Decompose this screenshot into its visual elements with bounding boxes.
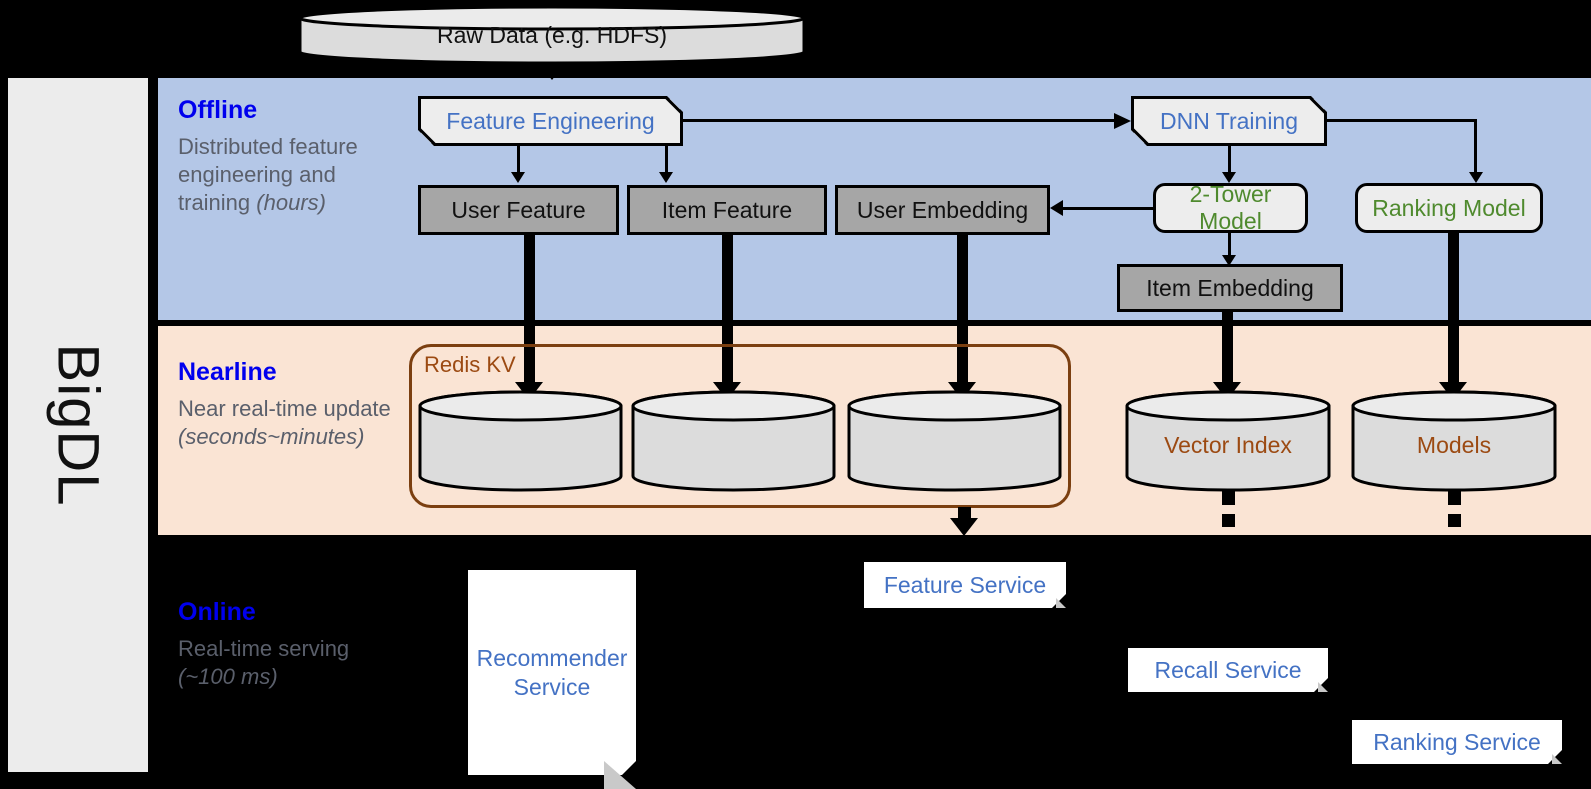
online-subtitle: Real-time serving (~100 ms): [178, 635, 408, 691]
item-feature-label: Item Feature: [661, 196, 793, 223]
feature-engineering-label: Feature Engineering: [446, 107, 655, 134]
node-feature-engineering[interactable]: Feature Engineering: [418, 96, 683, 146]
connector-dnn-ranking-head: [1469, 172, 1483, 183]
connector-twotower-userembedding-head: [1050, 200, 1063, 216]
offline-sub-text: Distributed feature engineering and trai…: [178, 134, 358, 216]
node-ranking-model[interactable]: Ranking Model: [1355, 183, 1543, 233]
cylinder-redis-1[interactable]: [417, 389, 624, 493]
nearline-subtitle: Near real-time update (seconds~minutes): [178, 395, 408, 451]
ranking-service-fold-icon: [1552, 754, 1562, 764]
pipe-userembedding-shaft: [957, 235, 968, 386]
offline-subtitle: Distributed feature engineering and trai…: [178, 133, 408, 217]
connector-fe-itemfeature-head: [659, 172, 673, 183]
offline-title: Offline: [178, 96, 258, 124]
node-2-tower-model[interactable]: 2-Tower Model: [1153, 181, 1308, 234]
pipe-userfeature-shaft: [524, 235, 535, 386]
connector-fe-dnn-line: [683, 119, 1115, 122]
raw-data-cylinder: Raw Data (e.g. HDFS): [297, 4, 807, 66]
caption-offline: Offline Distributed feature engineering …: [178, 96, 408, 217]
caption-online: Online Real-time serving (~100 ms): [178, 598, 408, 691]
node-item-embedding[interactable]: Item Embedding: [1117, 264, 1343, 312]
feature-service-label: Feature Service: [883, 571, 1047, 598]
recommender-service-label-line1: Recommender: [476, 644, 628, 671]
caption-nearline: Nearline Near real-time update (seconds~…: [178, 358, 408, 451]
pipe-itemfeature-shaft: [722, 235, 733, 386]
recall-service-fold-icon: [1318, 682, 1328, 692]
node-item-feature[interactable]: Item Feature: [627, 185, 827, 235]
connector-twotower-userembedding-line: [1063, 207, 1155, 210]
connector-twotower-itememb-head: [1222, 255, 1236, 266]
connector-dnn-twotower-line: [1228, 146, 1231, 174]
cylinder-redis-3[interactable]: [846, 389, 1063, 493]
dnn-training-label: DNN Training: [1159, 107, 1299, 134]
two-tower-model-label: 2-Tower Model: [1189, 181, 1272, 234]
dash-vectorindex-2: [1222, 514, 1235, 527]
online-title: Online: [178, 598, 256, 626]
connector-fe-itemfeature-line: [665, 146, 668, 174]
node-recall-service[interactable]: Recall Service: [1128, 648, 1328, 692]
container-redis-kv: [409, 344, 1071, 508]
connector-twotower-itememb-line: [1228, 233, 1231, 258]
nearline-sub-emphasis: (seconds~minutes): [178, 424, 365, 450]
feature-service-fold-icon: [1056, 598, 1066, 608]
node-dnn-training[interactable]: DNN Training: [1131, 96, 1327, 146]
nearline-sub-text: Near real-time update: [178, 396, 391, 421]
connector-dnn-twotower-head: [1222, 172, 1236, 183]
connector-fe-dnn-head: [1114, 113, 1131, 129]
online-sub-emphasis: (~100 ms): [178, 664, 278, 690]
node-recommender-service[interactable]: Recommender Service: [468, 570, 636, 775]
pipe-rankingmodel-models-shaft: [1448, 233, 1459, 386]
connector-fe-userfeature-line: [517, 146, 520, 174]
recall-service-label: Recall Service: [1154, 656, 1302, 683]
connector-fe-userfeature-head: [511, 172, 525, 183]
user-embedding-label: User Embedding: [856, 196, 1029, 223]
raw-data-label: Raw Data (e.g. HDFS): [436, 22, 668, 48]
cylinder-redis-2[interactable]: [630, 389, 837, 493]
cylinder-vector-index[interactable]: Vector Index: [1124, 389, 1332, 493]
ranking-service-label: Ranking Service: [1373, 728, 1541, 755]
offline-sub-emphasis: (hours): [256, 190, 326, 216]
pipe-redis-featureservice-head: [950, 518, 978, 536]
node-ranking-service[interactable]: Ranking Service: [1352, 720, 1562, 764]
dash-models-2: [1448, 514, 1461, 527]
connector-dnn-ranking-v: [1474, 119, 1477, 175]
connector-rawdata-fe-head: [538, 62, 566, 80]
dash-vectorindex-1: [1222, 490, 1235, 505]
item-embedding-label: Item Embedding: [1146, 274, 1314, 301]
pipe-itememb-vectorindex-shaft: [1222, 312, 1233, 386]
online-sub-text: Real-time serving: [178, 636, 350, 661]
recommender-service-label-line2: Service: [513, 673, 591, 700]
pipe-redis-featureservice-shaft: [958, 507, 971, 519]
ranking-model-label: Ranking Model: [1372, 194, 1526, 221]
node-feature-service[interactable]: Feature Service: [864, 562, 1066, 608]
cylinder-models[interactable]: Models: [1350, 389, 1558, 493]
redis-kv-label: Redis KV: [424, 352, 516, 377]
node-user-feature[interactable]: User Feature: [418, 185, 619, 235]
vector-index-label: Vector Index: [1164, 432, 1292, 458]
user-feature-label: User Feature: [451, 196, 586, 223]
connector-dnn-ranking-h: [1327, 119, 1477, 122]
dash-models-1: [1448, 490, 1461, 505]
models-label: Models: [1416, 432, 1492, 458]
sidebar-bigdl: BigDL: [8, 78, 148, 772]
nearline-title: Nearline: [178, 358, 277, 386]
node-user-embedding[interactable]: User Embedding: [835, 185, 1050, 235]
sidebar-label: BigDL: [45, 343, 111, 507]
